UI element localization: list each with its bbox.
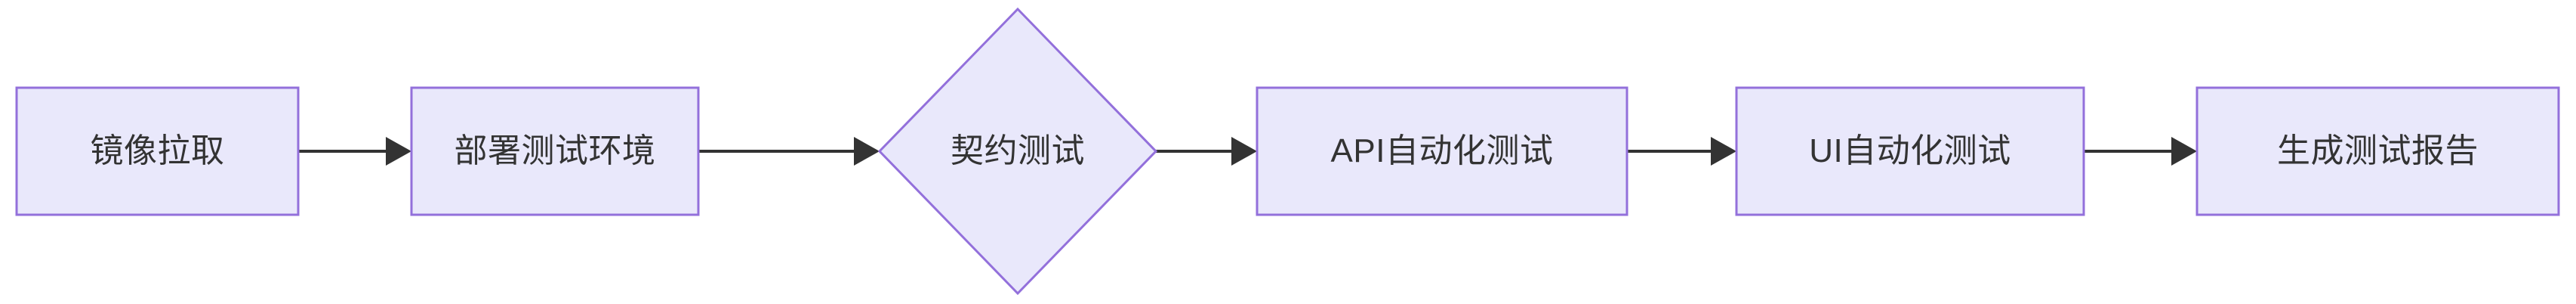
node-generate-test-report-label: 生成测试报告	[2277, 132, 2479, 169]
arrow-head-icon	[2171, 137, 2197, 166]
arrow-head-icon	[1231, 137, 1257, 166]
node-contract-test-shape[interactable]	[877, 7, 1158, 296]
node-generate-test-report-shape[interactable]	[2195, 86, 2560, 216]
node-deploy-test-env-label: 部署测试环境	[454, 132, 656, 169]
node-ui-automation-test-shape[interactable]	[1735, 86, 2085, 216]
node-api-automation-test-shape[interactable]	[1256, 86, 1628, 216]
flow-arrow	[698, 137, 880, 166]
node-image-pull-shape[interactable]	[15, 86, 300, 216]
arrow-head-icon	[386, 137, 411, 166]
flow-arrow	[298, 137, 411, 166]
arrow-head-icon	[1711, 137, 1736, 166]
flow-arrow	[1627, 137, 1736, 166]
edge-layer	[298, 137, 2197, 166]
node-shape-layer	[15, 7, 2560, 296]
node-image-pull-label: 镜像拉取	[90, 132, 225, 169]
flow-arrow	[2084, 137, 2197, 166]
flow-arrow	[1156, 137, 1257, 166]
node-ui-automation-test-label: UI自动化测试	[1809, 132, 2011, 169]
node-deploy-test-env-shape[interactable]	[410, 86, 700, 216]
node-api-automation-test-label: API自动化测试	[1330, 132, 1554, 169]
arrow-head-icon	[854, 137, 880, 166]
node-contract-test-label: 契约测试	[951, 132, 1085, 169]
